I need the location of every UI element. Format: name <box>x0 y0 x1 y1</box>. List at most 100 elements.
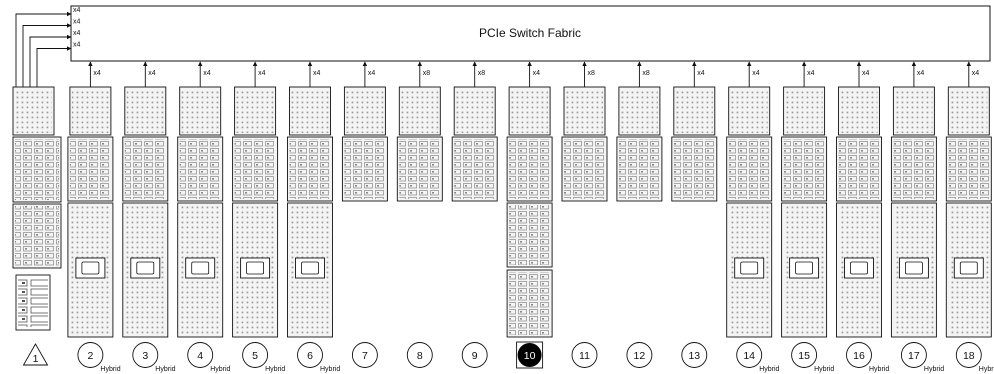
pcie-switch-fabric-label: PCIe Switch Fabric <box>479 26 581 40</box>
link-width-label: x4 <box>203 70 211 77</box>
slot-badge-circle <box>681 342 708 368</box>
io-board-detail <box>399 139 441 199</box>
slot-number: 3 <box>142 350 148 362</box>
slot-number: 13 <box>688 350 700 362</box>
link-width-label: x4 <box>148 70 156 77</box>
slot-badge-circle <box>351 342 378 368</box>
connector-card-detail <box>566 89 603 133</box>
slot-badge-circle <box>791 342 818 368</box>
slot-badge-circle <box>406 342 433 368</box>
hybrid-module-chip <box>136 261 155 275</box>
host-link-label: x4 <box>73 30 81 37</box>
slot-number: 15 <box>798 350 810 362</box>
io-board-detail <box>673 139 715 199</box>
connector-card-detail <box>236 89 274 133</box>
io-board-detail <box>289 139 331 199</box>
io-board-detail <box>509 139 551 199</box>
link-width-label: x4 <box>93 70 101 77</box>
slot-18: x418Hybrid <box>945 61 994 373</box>
slot-badge-circle <box>846 342 872 368</box>
slot-number: 17 <box>908 350 920 362</box>
host-link-label: x4 <box>73 42 81 49</box>
hybrid-module-chip <box>959 261 978 275</box>
slot-badge-circle <box>955 342 982 368</box>
io-board-detail <box>728 139 770 199</box>
host-link-label: x4 <box>73 19 81 26</box>
system-board-middle-detail <box>509 205 551 265</box>
io-board-detail <box>618 139 660 199</box>
slot-badge-circle <box>187 342 214 368</box>
link-width-label: x4 <box>313 70 321 77</box>
hybrid-label: Hybrid <box>210 366 230 373</box>
io-board-detail <box>179 139 221 199</box>
connector-card-detail <box>126 89 164 133</box>
hybrid-label: Hybrid <box>100 366 120 373</box>
slot-badge-circle <box>77 342 104 368</box>
slot-8: x8 8 <box>396 61 443 368</box>
hybrid-module-chip <box>795 261 813 275</box>
host-io-card-detail <box>15 206 59 266</box>
slot-badge-circle <box>132 342 159 368</box>
slot-number: 5 <box>252 350 258 362</box>
io-board-detail <box>69 139 111 199</box>
io-board-detail <box>234 139 276 199</box>
slot-badge-circle <box>626 342 653 368</box>
link-width-label: x4 <box>697 70 705 77</box>
connector-card-detail <box>785 89 823 133</box>
slot-badge-filled <box>517 343 542 367</box>
slot-number: 7 <box>362 350 368 362</box>
io-board-detail <box>454 139 496 199</box>
io-board-detail <box>948 139 990 199</box>
io-board-detail <box>783 139 825 199</box>
slot-number: 4 <box>197 350 203 362</box>
hybrid-label: Hybrid <box>924 366 944 373</box>
slot-badge-circle <box>461 342 488 368</box>
host-link-label: x4 <box>73 7 81 14</box>
slot-number: 9 <box>472 350 478 362</box>
hybrid-module-chip <box>740 261 759 275</box>
link-width-label: x8 <box>588 70 596 77</box>
hybrid-label: Hybrid <box>320 366 340 373</box>
link-width-label: x4 <box>258 70 266 77</box>
hybrid-label: Hybrid <box>155 366 175 373</box>
slot-badge-circle <box>242 342 269 368</box>
drive-bay-disks <box>18 278 48 327</box>
system-board-bottom-detail <box>509 272 551 335</box>
link-width-label: x4 <box>917 70 925 77</box>
connector-card-detail <box>346 89 384 133</box>
link-width-label: x8 <box>478 70 486 77</box>
link-width-label: x8 <box>423 70 431 77</box>
slot-badge-circle <box>297 342 323 368</box>
connector-card-detail <box>675 89 713 133</box>
slot-number: 16 <box>853 350 865 362</box>
host-link-lines: x4 x4 x4 x4 <box>15 7 81 87</box>
hybrid-label: Hybrid <box>265 366 285 373</box>
hybrid-module-chip <box>81 261 100 275</box>
hybrid-module-chip <box>301 261 319 275</box>
slot-number: 2 <box>87 350 93 362</box>
io-board-detail <box>124 139 166 199</box>
link-width-label: x4 <box>862 70 870 77</box>
slot-badge-circle <box>736 342 763 368</box>
hybrid-module-chip <box>905 261 923 275</box>
connector-card-detail <box>511 89 549 133</box>
slot-number: 8 <box>417 350 423 362</box>
slot-badge-triangle <box>22 343 49 366</box>
connector-card-detail <box>620 89 658 133</box>
link-width-label: x4 <box>533 70 541 77</box>
hybrid-module-chip <box>191 261 210 275</box>
connector-card-detail <box>456 89 494 133</box>
slot-9: x8 9 <box>451 61 498 368</box>
hybrid-label: Hybrid <box>759 366 779 373</box>
hybrid-label: Hybrid <box>869 366 889 373</box>
